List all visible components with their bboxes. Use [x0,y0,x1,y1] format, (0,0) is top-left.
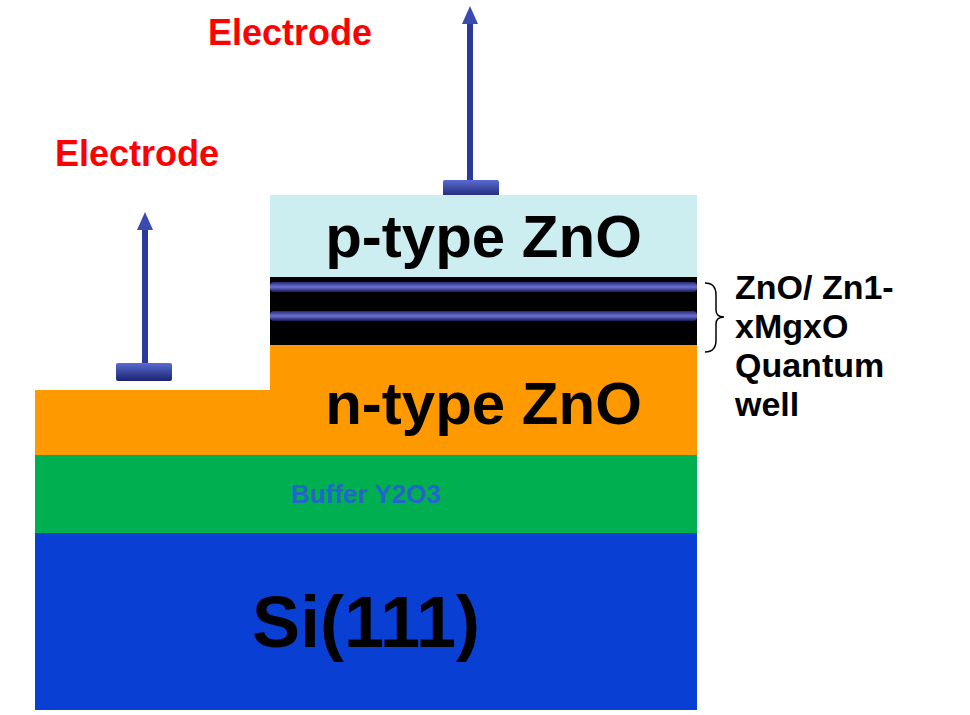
quantum-well-bracket [705,283,724,352]
layer-name: Si(111) [252,581,480,663]
layer-text-box: n-type ZnO [270,353,697,453]
quantum-well-stack [270,277,697,345]
layer-name: p-type ZnO [325,202,642,271]
electrode-label: Electrode [12,133,262,174]
layer-label: ZnO/ Zn1-xMgxO Quantum well [735,268,950,424]
layer-shape [35,345,697,455]
layer-text-box: Si(111) [35,533,697,710]
layer-band: n-type ZnO [35,345,697,455]
layer-name: n-type ZnO [325,369,642,438]
layer-band: Si(111) [35,533,697,710]
layer-name: Buffer Y2O3 [291,479,441,510]
layer-band: Buffer Y2O3 [35,455,697,533]
electrode-contact [443,6,499,198]
electrode-contact [116,212,172,381]
layer-band: p-type ZnO [270,195,697,277]
layer-text-box: p-type ZnO [270,195,697,277]
electrode-label: Electrode [150,12,430,53]
layer-text-box: Buffer Y2O3 [35,455,697,533]
